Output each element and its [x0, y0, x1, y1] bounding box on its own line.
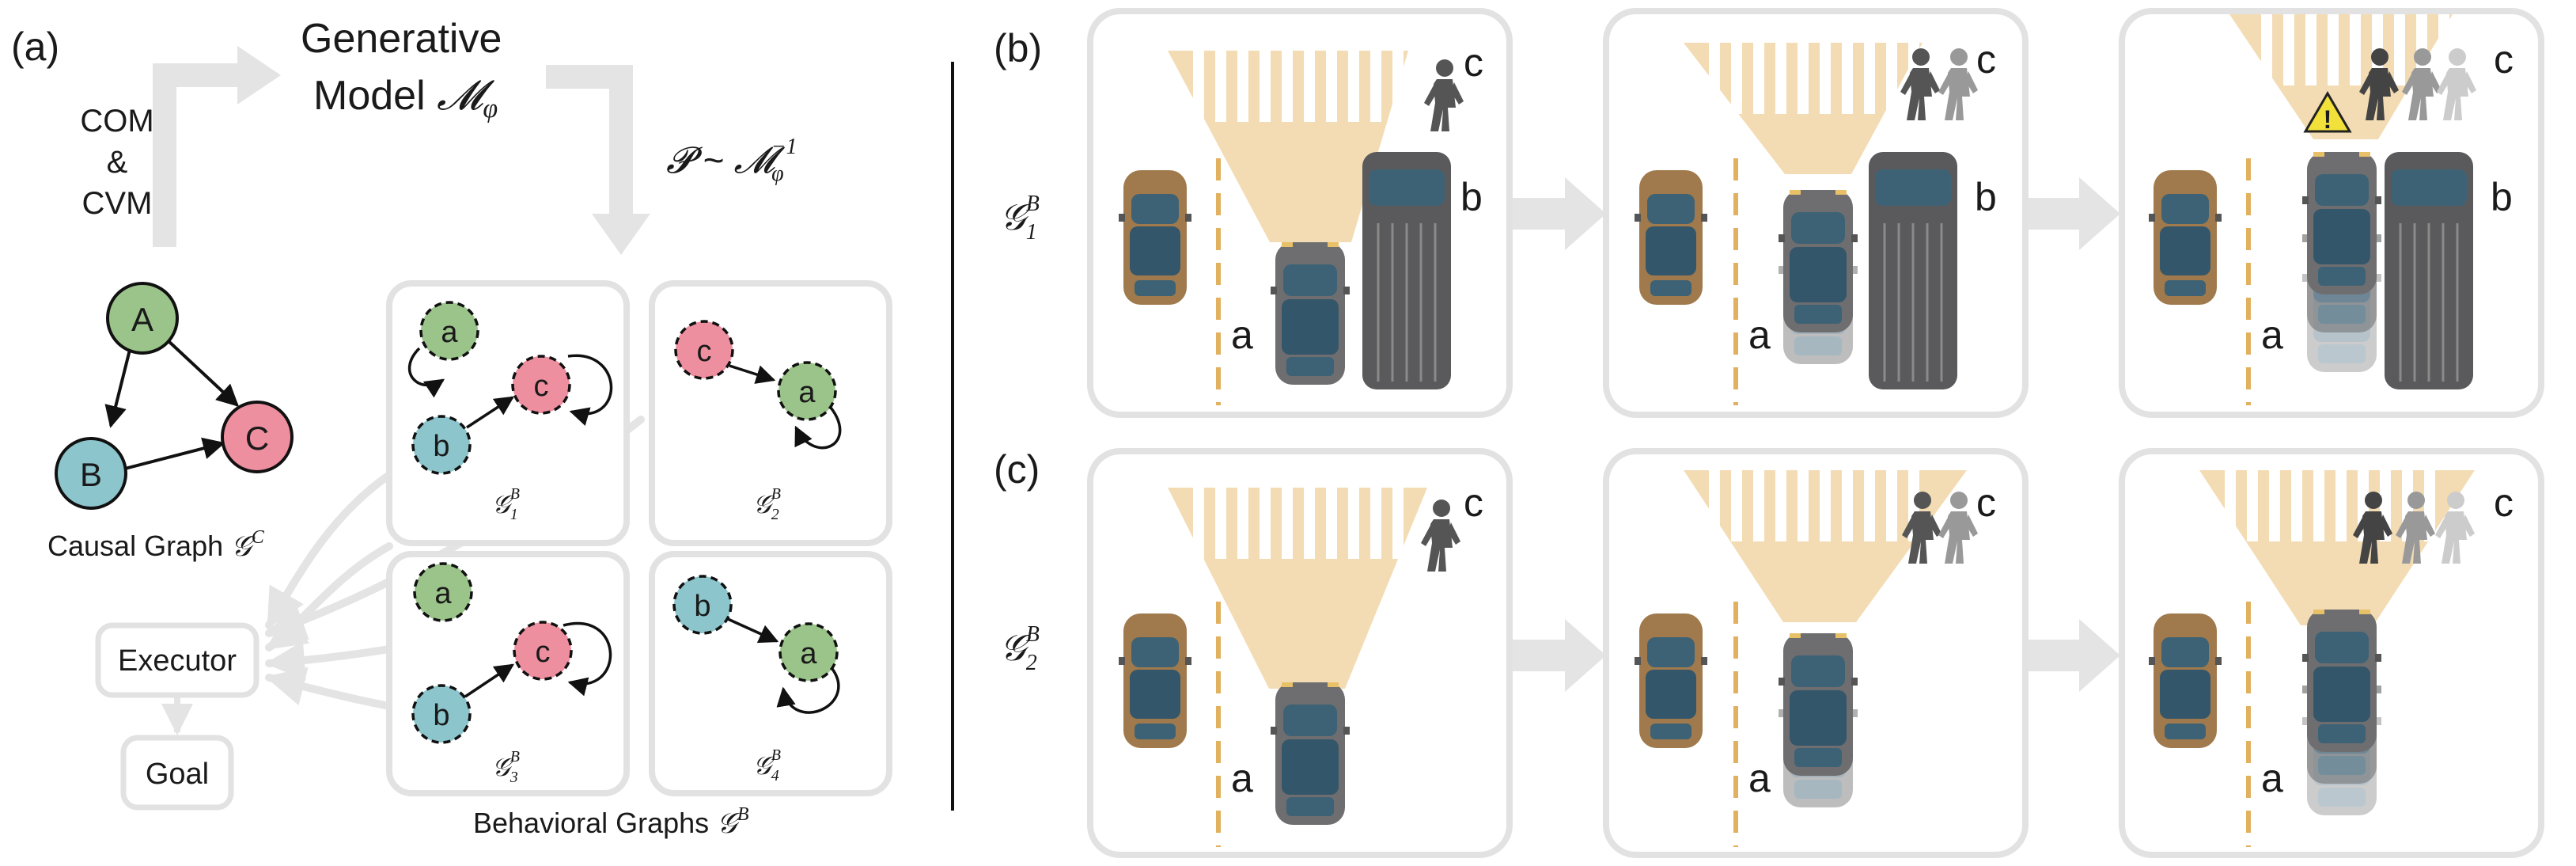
- arrow-com-to-model: [153, 46, 281, 247]
- executor-label: Executor: [118, 644, 237, 678]
- scene-c-step3: c a: [2119, 448, 2544, 858]
- svg-text:b: b: [1975, 175, 1997, 219]
- svg-text:a: a: [2261, 313, 2283, 357]
- svg-text:a: a: [1231, 313, 1253, 357]
- svg-text:COM: COM: [80, 104, 153, 139]
- com-cvm-label: COM & CVM: [80, 104, 153, 221]
- svg-text:b: b: [694, 590, 710, 623]
- scene-b-step1: c b a: [1087, 8, 1513, 418]
- svg-text:c: c: [2494, 37, 2513, 82]
- row-c-graph-label: 𝒢2B: [1000, 622, 1040, 675]
- scene-b-step2: c b a: [1603, 8, 2029, 418]
- generative-model-title-line2: Model 𝓜φ: [313, 73, 498, 123]
- svg-text:b: b: [1460, 175, 1483, 219]
- svg-text:a: a: [441, 316, 458, 349]
- panel-label-b: (b): [994, 26, 1042, 70]
- svg-text:c: c: [534, 370, 549, 403]
- svg-text:c: c: [536, 636, 551, 669]
- posterior-formula: 𝓟 ~ 𝓜φ−1: [666, 135, 797, 186]
- scene-b-step3: ! c b a: [2119, 8, 2544, 418]
- behavioral-graph-4: b a 𝒢4B: [649, 551, 892, 796]
- generative-model-title-line1: Generative: [301, 16, 502, 62]
- panel-label-a: (a): [11, 25, 59, 69]
- row-b-graph-label: 𝒢1B: [1000, 192, 1040, 245]
- svg-text:a: a: [798, 376, 816, 409]
- svg-text:C: C: [245, 420, 269, 457]
- panel-label-c: (c): [994, 447, 1040, 492]
- causal-node-B: [55, 437, 127, 510]
- svg-text:a: a: [800, 637, 817, 670]
- svg-text:c: c: [1976, 480, 1996, 525]
- svg-text:&: &: [107, 145, 128, 180]
- svg-text:c: c: [2494, 480, 2513, 525]
- svg-text:c: c: [1464, 40, 1483, 85]
- scene-c-step1: c a: [1087, 448, 1513, 858]
- scene-c-step2: c a: [1603, 448, 2029, 858]
- svg-text:c: c: [1464, 480, 1483, 525]
- svg-text:A: A: [131, 301, 153, 338]
- svg-text:c: c: [697, 335, 712, 368]
- behavioral-graph-3: a c b 𝒢3B: [386, 551, 630, 796]
- goal-box: [120, 735, 234, 811]
- svg-text:a: a: [1231, 756, 1253, 800]
- svg-text:a: a: [2261, 756, 2283, 800]
- arrow-model-to-graphs: [546, 65, 650, 255]
- scene-progress-arrows: [1513, 177, 2120, 692]
- svg-text:a: a: [1748, 313, 1771, 357]
- svg-text:B: B: [80, 456, 102, 493]
- svg-text:𝒢1B: 𝒢1B: [492, 485, 520, 523]
- svg-text:CVM: CVM: [82, 186, 153, 221]
- svg-text:!: !: [2324, 105, 2332, 134]
- behavioral-graph-1: a c b 𝒢1B: [386, 280, 630, 546]
- causal-graph: A B C: [55, 282, 294, 510]
- behavioral-graphs-caption: Behavioral Graphs 𝒢B: [473, 804, 749, 839]
- svg-text:a: a: [434, 577, 452, 610]
- svg-text:a: a: [1748, 756, 1771, 800]
- warning-icon: [2303, 91, 2352, 133]
- svg-text:c: c: [1976, 37, 1996, 82]
- svg-text:b: b: [433, 430, 449, 463]
- causal-node-A: [106, 282, 179, 355]
- causal-graph-caption: Causal Graph 𝒢C: [47, 527, 265, 562]
- goal-label: Goal: [146, 758, 209, 791]
- behavioral-graph-2: c a 𝒢2B: [649, 280, 892, 546]
- executor-box: [95, 622, 259, 698]
- svg-text:𝒢2B: 𝒢2B: [753, 485, 781, 523]
- svg-text:b: b: [433, 699, 449, 732]
- causal-node-C: [221, 401, 294, 473]
- svg-text:b: b: [2491, 175, 2513, 219]
